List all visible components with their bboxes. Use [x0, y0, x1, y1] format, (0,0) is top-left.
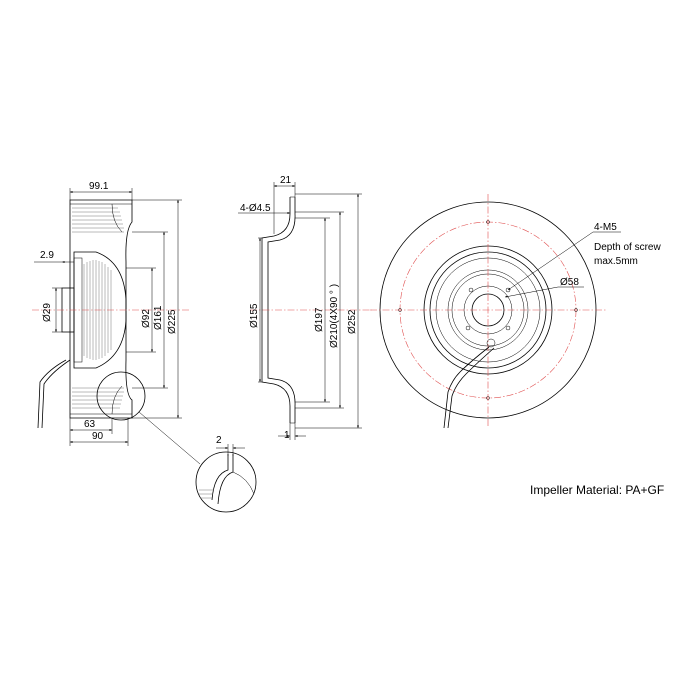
front-view-cable [443, 346, 490, 429]
dim-offset-small: 2.9 [34, 250, 74, 263]
screw-label: 4-M5 [594, 222, 617, 233]
dim-width-overall: 99.1 [69, 181, 133, 200]
dim-width-overall-label: 99.1 [89, 181, 109, 192]
dia-58-label: Ø58 [560, 277, 579, 288]
detail-dim-2-label: 2 [216, 435, 222, 446]
detail-leader-line [138, 411, 201, 465]
section-view-backplate-profile [261, 197, 291, 423]
dim-dia-161: Ø161 [132, 231, 168, 389]
screw-depth-line1: Depth of screw [594, 242, 661, 253]
screw-hole-top-left [468, 287, 474, 293]
dim-dia-29: Ø29 [42, 287, 62, 333]
section-view: 21 4-Ø4.5 Ø155 Ø197 Ø210(4X90 ° ) [238, 175, 372, 441]
detail-view-circle [195, 451, 257, 513]
screw-hole-bottom-left [465, 325, 471, 331]
dim-holes: 4-Ø4.5 [238, 203, 290, 214]
dim-top-21-label: 21 [280, 175, 292, 186]
dim-dia-225: Ø225 [132, 199, 182, 419]
dim-holes-label: 4-Ø4.5 [240, 203, 271, 214]
dim-top-21: 21 [273, 175, 296, 234]
side-view-impeller-outline [69, 199, 133, 419]
dim-dia-29-label: Ø29 [42, 303, 53, 322]
dim-width-63-label: 63 [84, 419, 96, 430]
detail-view: 2 [195, 435, 257, 513]
side-view: 99.1 2.9 Ø29 Ø92 Ø161 [32, 181, 201, 465]
dim-dia-197-label: Ø197 [314, 307, 325, 332]
dim-dia-92: Ø92 [126, 267, 156, 353]
side-view-cable [37, 359, 67, 429]
dim-dia-92-label: Ø92 [141, 309, 152, 328]
dim-dia-155-label: Ø155 [249, 303, 260, 328]
side-view-blades-top [72, 203, 124, 233]
dim-dia-210: Ø210(4X90 ° ) [295, 211, 344, 409]
dim-width-90-label: 90 [92, 431, 104, 442]
dim-dia-197: Ø197 [295, 217, 330, 403]
dim-bottom-1-label: 1 [284, 430, 290, 441]
impeller-material-label: Impeller Material: PA+GF [530, 483, 664, 497]
detail-callout-circle [96, 371, 146, 421]
dim-dia-161-label: Ø161 [153, 305, 164, 330]
dim-dia-210-label: Ø210(4X90 ° ) [329, 284, 340, 348]
dim-offset-small-label: 2.9 [40, 250, 54, 261]
dim-dia-252: Ø252 [295, 193, 362, 429]
screw-hole-bottom-right [505, 325, 511, 331]
dim-bottom-1: 1 [278, 423, 306, 441]
dim-dia-155: Ø155 [249, 237, 262, 383]
dim-dia-252-label: Ø252 [347, 309, 358, 334]
screw-depth-line2: max.5mm [594, 256, 638, 267]
dim-width-90: 90 [70, 418, 129, 446]
front-view: 4-M5 Depth of screw max.5mm Ø58 [370, 194, 661, 429]
dim-dia-225-label: Ø225 [167, 309, 178, 334]
